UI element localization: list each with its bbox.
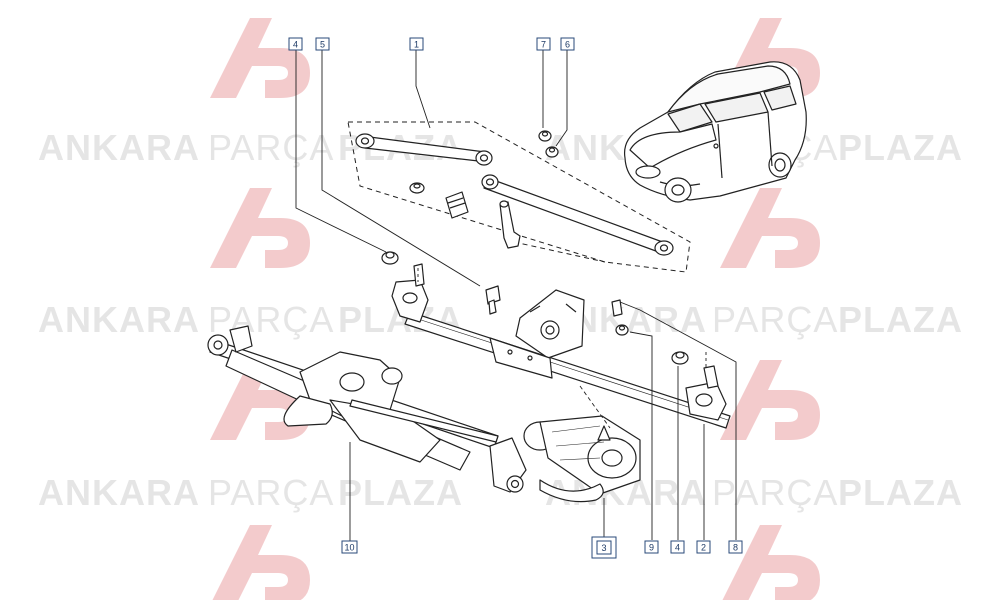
svg-text:1: 1 xyxy=(414,40,419,50)
svg-text:7: 7 xyxy=(541,40,546,50)
wiper-linkage-motor-assembly xyxy=(207,325,527,493)
svg-text:5: 5 xyxy=(320,40,325,50)
callout-9[interactable]: 9 xyxy=(644,540,659,554)
callout-4-top[interactable]: 4 xyxy=(288,37,303,51)
watermark-logo xyxy=(720,188,820,268)
watermark-logo xyxy=(212,525,310,600)
watermark-plaza: PLAZA xyxy=(838,472,963,513)
wiper-motor xyxy=(523,415,641,503)
watermark-parca: PARÇA xyxy=(208,299,334,340)
callout-5[interactable]: 5 xyxy=(315,37,330,51)
svg-text:4: 4 xyxy=(675,543,680,553)
leader-lines xyxy=(295,50,737,546)
watermark-parca: PARÇA xyxy=(712,299,838,340)
watermark-logo xyxy=(722,525,820,600)
svg-text:3: 3 xyxy=(601,543,606,553)
watermark: ANKARA PARÇA PLAZA ANKARA PARÇA PLAZA AN… xyxy=(38,18,963,600)
callout-6[interactable]: 6 xyxy=(560,37,575,51)
wiper-frame-assembly xyxy=(381,251,731,429)
exploded-linkage-outline xyxy=(347,121,691,273)
callout-7[interactable]: 7 xyxy=(536,37,551,51)
watermark-ankara: ANKARA xyxy=(38,299,200,340)
watermark-text-row: ANKARA PARÇA PLAZA ANKARA PARÇA PLAZA xyxy=(38,299,963,340)
watermark-ankara: ANKARA xyxy=(38,472,200,513)
callout-8[interactable]: 8 xyxy=(728,540,743,554)
watermark-logo xyxy=(720,360,820,440)
watermark-logo xyxy=(210,360,310,440)
part-callouts: 4 5 1 7 6 10 3 9 xyxy=(288,37,743,559)
watermark-plaza: PLAZA xyxy=(838,299,963,340)
watermark-logo xyxy=(210,18,310,98)
svg-text:6: 6 xyxy=(565,40,570,50)
svg-text:2: 2 xyxy=(701,543,706,553)
watermark-text-row: ANKARA PARÇA PLAZA ANKARA PARÇA PLAZA xyxy=(38,472,963,513)
nut-parts-top xyxy=(538,130,559,158)
watermark-parca: PARÇA xyxy=(208,472,334,513)
watermark-ankara: ANKARA xyxy=(38,127,200,168)
callout-10[interactable]: 10 xyxy=(341,540,358,554)
svg-text:8: 8 xyxy=(733,543,738,553)
linkage-rod-assembly xyxy=(355,133,674,256)
watermark-logo xyxy=(210,188,310,268)
watermark-parca: PARÇA xyxy=(712,472,838,513)
svg-text:4: 4 xyxy=(293,40,298,50)
watermark-plaza: PLAZA xyxy=(838,127,963,168)
callout-4-bottom[interactable]: 4 xyxy=(670,540,685,554)
car-illustration xyxy=(623,61,807,203)
watermark-text-row: ANKARA PARÇA PLAZA ANKARA PARÇA PLAZA xyxy=(38,127,963,168)
watermark-plaza: PLAZA xyxy=(338,472,463,513)
svg-text:9: 9 xyxy=(649,543,654,553)
callout-2[interactable]: 2 xyxy=(696,540,711,554)
watermark-parca: PARÇA xyxy=(208,127,334,168)
svg-text:10: 10 xyxy=(344,543,354,553)
callout-1[interactable]: 1 xyxy=(409,37,424,51)
callout-3-highlighted[interactable]: 3 xyxy=(591,536,617,559)
